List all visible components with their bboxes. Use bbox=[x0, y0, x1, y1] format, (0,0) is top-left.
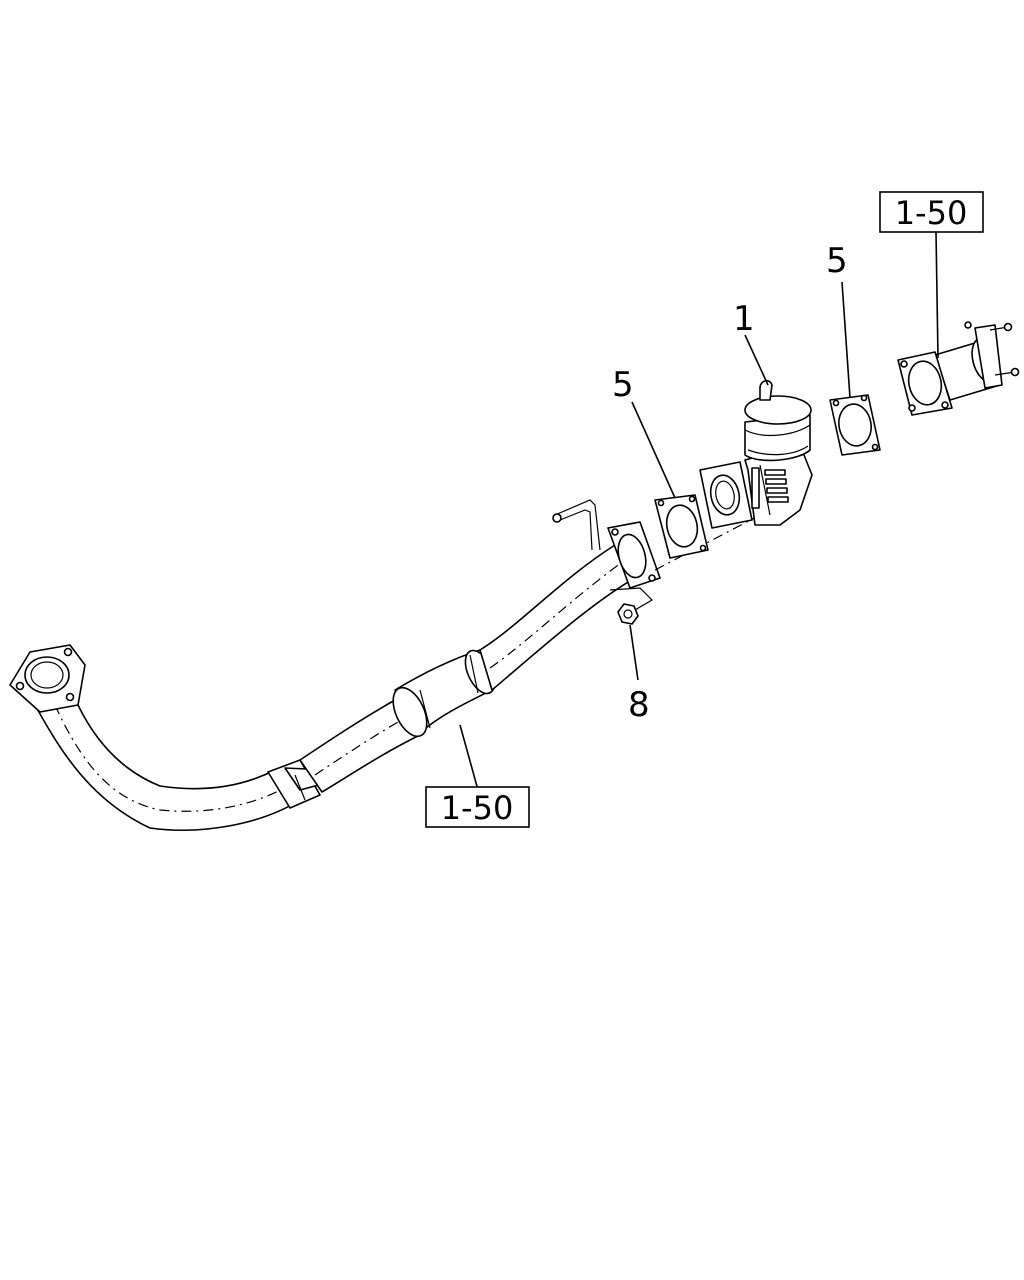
catalytic-converter-pipe bbox=[299, 499, 661, 793]
ref-upper-label: 1-50 bbox=[895, 194, 968, 232]
ref-lower-label: 1-50 bbox=[441, 789, 514, 827]
front-exhaust-pipe bbox=[9, 644, 331, 831]
ref-box-upper: 1-50 bbox=[879, 191, 984, 233]
callout-nut: 8 bbox=[628, 685, 650, 725]
actuator-ribs bbox=[751, 467, 789, 509]
callout-part-1: 1 bbox=[733, 299, 755, 339]
exhaust-valve-assembly bbox=[699, 379, 813, 529]
gasket-left bbox=[654, 494, 709, 559]
callout-gasket-left: 5 bbox=[612, 365, 634, 405]
callout-gasket-right: 5 bbox=[826, 241, 848, 281]
rear-pipe-section bbox=[897, 321, 1020, 416]
flange-nut bbox=[617, 603, 639, 625]
ref-box-lower: 1-50 bbox=[425, 786, 530, 828]
leader-lines bbox=[459, 231, 939, 791]
gasket-right bbox=[829, 394, 881, 456]
